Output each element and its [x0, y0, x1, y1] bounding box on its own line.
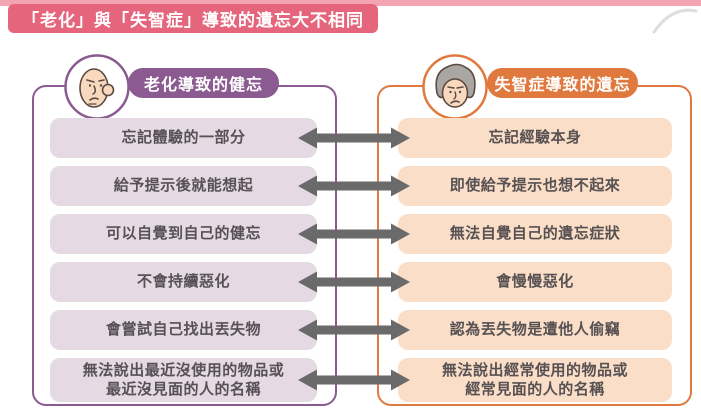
elderly-woman-icon	[422, 54, 488, 120]
elderly-man-icon	[64, 54, 130, 120]
double-arrow-icon	[298, 175, 410, 197]
double-arrow-icon	[298, 369, 410, 391]
dementia-item: 無法說出經常使用的物品或 經常見面的人的名稱	[398, 358, 672, 402]
dementia-item: 會慢慢惡化	[398, 262, 672, 302]
double-arrow-icon	[298, 271, 410, 293]
double-arrow-icon	[298, 223, 410, 245]
aging-item: 無法說出最近沒使用的物品或 最近沒見面的人的名稱	[50, 358, 317, 402]
dementia-item: 忘記經驗本身	[398, 118, 672, 158]
aging-items-list: 忘記體驗的一部分 給予提示後就能想起 可以自覺到自己的健忘 不會持續惡化 會嘗試…	[50, 118, 317, 402]
aging-item: 可以自覺到自己的健忘	[50, 214, 317, 254]
dementia-item: 無法自覺自己的遺忘症狀	[398, 214, 672, 254]
aging-header-pill: 老化導致的健忘	[128, 68, 279, 98]
dementia-header-pill: 失智症導致的遺忘	[487, 68, 638, 98]
aging-item: 忘記體驗的一部分	[50, 118, 317, 158]
aging-item: 會嘗試自己找出丟失物	[50, 310, 317, 350]
aging-item: 給予提示後就能想起	[50, 166, 317, 206]
double-arrow-icon	[298, 319, 410, 341]
dementia-item: 認為丟失物是遭他人偷竊	[398, 310, 672, 350]
page-title: 「老化」與「失智症」導致的遺忘大不相同	[8, 4, 378, 33]
dementia-item: 即使給予提示也想不起來	[398, 166, 672, 206]
double-arrow-icon	[298, 127, 410, 149]
top-accent-strip	[0, 0, 701, 6]
aging-item: 不會持續惡化	[50, 262, 317, 302]
dementia-items-list: 忘記經驗本身 即使給予提示也想不起來 無法自覺自己的遺忘症狀 會慢慢惡化 認為丟…	[398, 118, 672, 402]
decorative-arc	[652, 8, 698, 34]
